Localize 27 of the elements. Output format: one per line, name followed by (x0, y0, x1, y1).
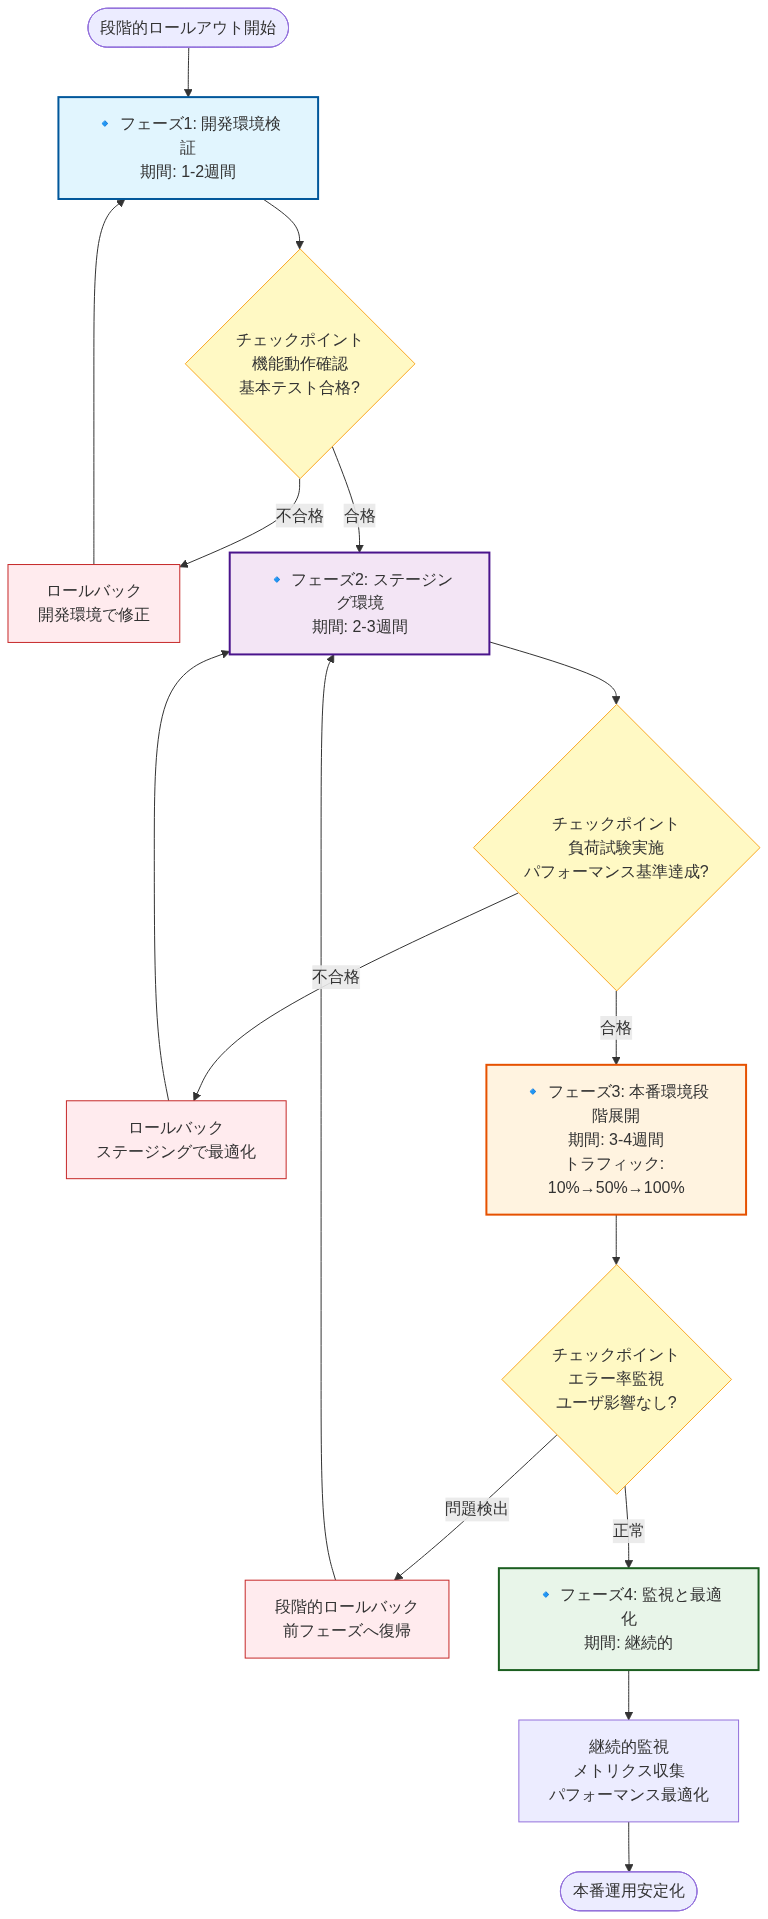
arrow (262, 198, 304, 250)
arrow (624, 1821, 634, 1873)
node-diamond: チェックポイント エラー率監視 ユーザ影響なし? (501, 1264, 733, 1495)
node-diamond: チェックポイント 負荷試験実施 パフォーマンス基準達成? (472, 703, 761, 992)
arrow (93, 198, 126, 566)
arrow (193, 892, 519, 1102)
node-box: 🔹 フェーズ2: ステージング環境 期間: 2-3週間 (228, 551, 491, 656)
edge-label: 問題検出 (445, 1500, 510, 1518)
node-box: 🔹 フェーズ1: 開発環境検証 期間: 1-2週間 (57, 96, 320, 200)
arrow (320, 654, 337, 1581)
node-box: ロールバック 開発環境で修正 (7, 564, 181, 643)
arrow (394, 1434, 558, 1581)
node-box: 🔹 フェーズ4: 監視と最適化 期間: 継続的 (497, 1567, 760, 1672)
edge-label: 合格 (600, 1018, 633, 1036)
node-box: 🔹 フェーズ3: 本番環境段階展開 期間: 3-4週間 トラフィック: 10%→50%→100% (485, 1063, 748, 1216)
arrow (153, 650, 231, 1102)
edge-label: 不合格 (275, 506, 324, 524)
node-box: 継続的監視 メトリクス収集 パフォーマンス最適化 (518, 1719, 740, 1823)
arrow (611, 1214, 621, 1265)
arrow (624, 1669, 634, 1721)
node-box: 段階的ロールバック 前フェーズへ復帰 (244, 1579, 450, 1659)
node-diamond: チェックポイント 機能動作確認 基本テスト合格? (184, 248, 416, 480)
edge-label: 正常 (612, 1522, 645, 1540)
edge-label: 合格 (343, 506, 376, 524)
node-box: ロールバック ステージングで最適化 (65, 1100, 287, 1180)
edge-label: 不合格 (312, 968, 361, 986)
arrow (183, 47, 193, 98)
